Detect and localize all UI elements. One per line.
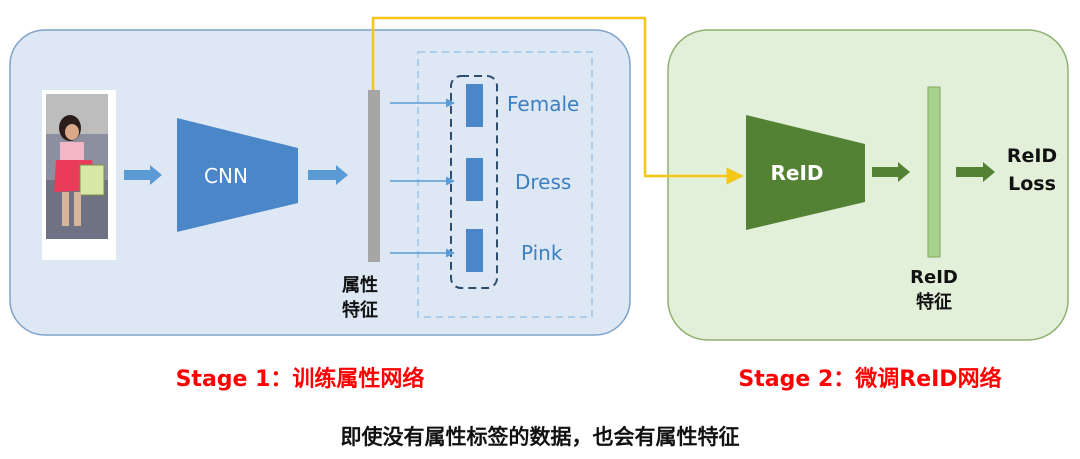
attribute-classifier-group xyxy=(450,75,498,289)
pedestrian-image xyxy=(42,90,116,260)
attribute-label-dress: Dress xyxy=(515,170,571,194)
classifier-female xyxy=(466,84,483,127)
attribute-feature-label-line2: 特征 xyxy=(342,299,378,321)
reid-loss-label-line2: Loss xyxy=(1008,173,1056,195)
connector-feature-to-reid xyxy=(371,16,744,185)
arrow-feature-to-loss xyxy=(956,162,995,182)
reid-feature-bar xyxy=(927,86,941,258)
stage2-panel xyxy=(667,29,1069,341)
cnn-block xyxy=(177,118,298,232)
cnn-label: CNN xyxy=(204,164,248,188)
attribute-label-female: Female xyxy=(507,92,579,116)
arrow-reid-to-feature xyxy=(872,162,910,182)
classifier-dress xyxy=(466,158,483,201)
classifier-pink xyxy=(466,229,483,272)
stage2-caption: Stage 2：微调ReID网络 xyxy=(738,366,1001,392)
reid-block xyxy=(746,115,865,230)
reid-feature-label-line1: ReID xyxy=(910,267,958,288)
footer-caption: 即使没有属性标签的数据，也会有属性特征 xyxy=(341,425,740,449)
reid-feature-label-line2: 特征 xyxy=(916,291,952,313)
attribute-feature-bar xyxy=(368,90,380,262)
attribute-group-frame xyxy=(417,51,593,318)
reid-label: ReID xyxy=(770,161,823,185)
attribute-feature-label-line1: 属性 xyxy=(342,274,378,296)
stage1-caption: Stage 1：训练属性网络 xyxy=(176,366,425,392)
reid-loss-label-line1: ReID xyxy=(1007,145,1057,167)
arrow-cnn-to-feature xyxy=(308,165,348,185)
attribute-label-pink: Pink xyxy=(521,241,563,265)
arrow-image-to-cnn xyxy=(124,165,162,185)
